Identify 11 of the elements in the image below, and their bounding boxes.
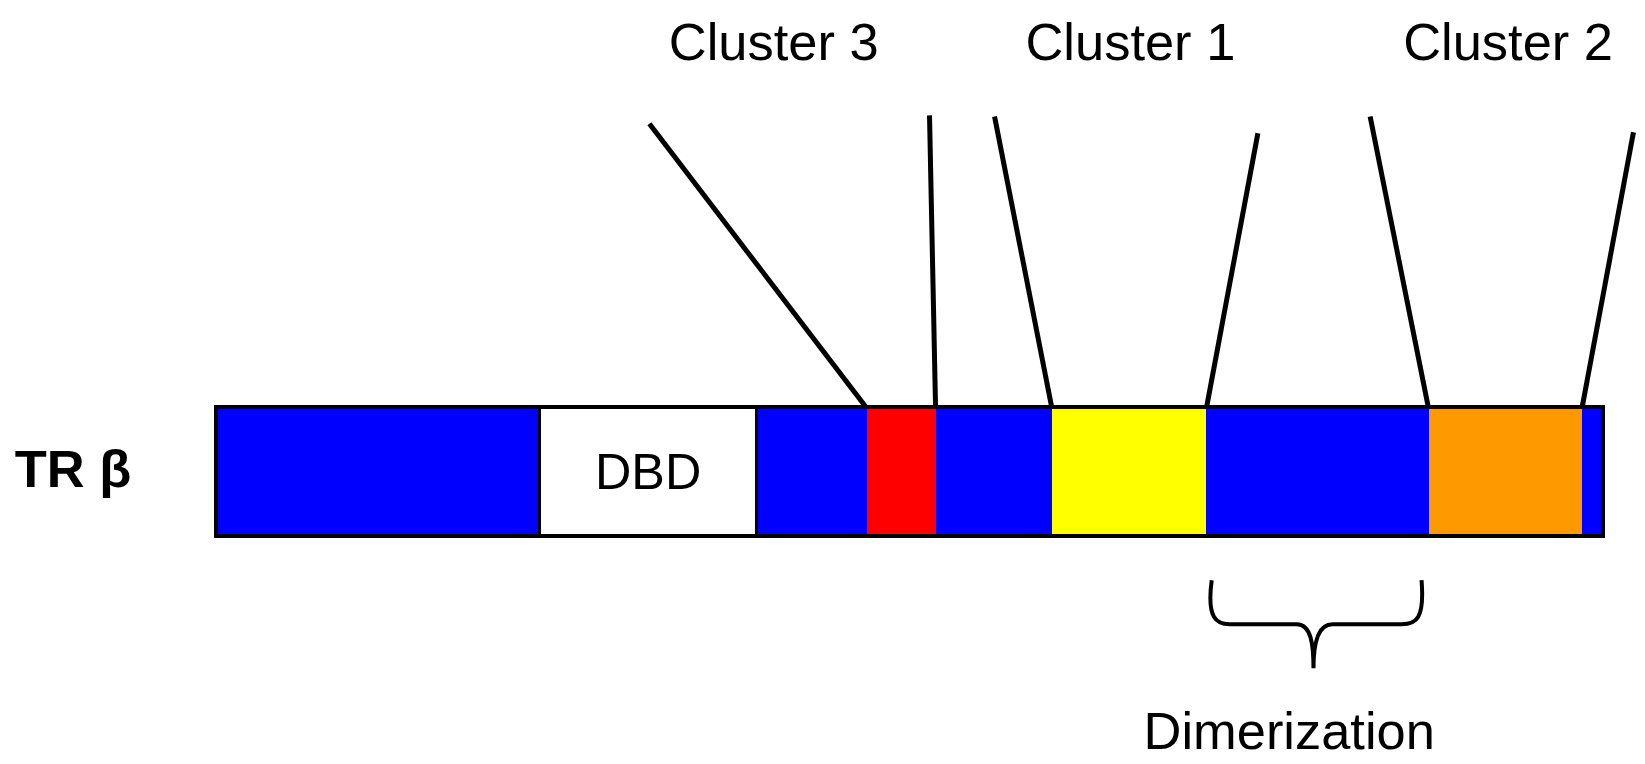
protein-name: TR β <box>14 438 132 499</box>
region-label: Dimerization <box>1143 700 1435 761</box>
cluster-segment <box>1052 408 1207 534</box>
cluster-label: Cluster 3 <box>634 5 913 79</box>
cluster-segment <box>867 408 936 534</box>
cluster-label: Cluster 1 <box>996 5 1265 79</box>
domain-name: DBD <box>595 441 702 501</box>
cluster-segment <box>1428 408 1582 534</box>
cluster-label: Cluster 2 <box>1374 5 1642 79</box>
protein-bar <box>214 404 1606 539</box>
domain-box <box>538 408 759 534</box>
